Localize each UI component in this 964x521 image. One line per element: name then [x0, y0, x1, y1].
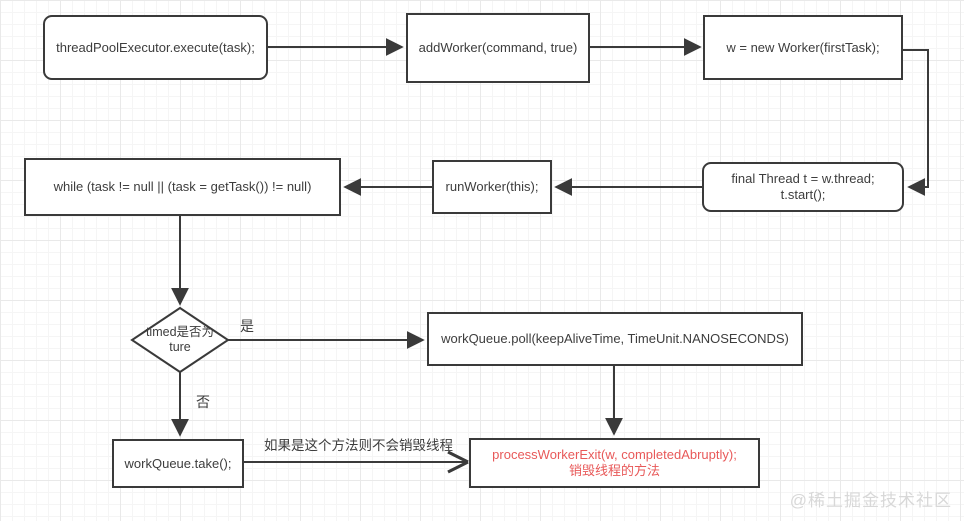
node-run-worker-label: runWorker(this); — [445, 179, 539, 194]
node-add-worker-label: addWorker(command, true) — [418, 40, 578, 55]
node-new-worker-label: w = new Worker(firstTask); — [726, 39, 880, 55]
node-while-loop-label: while (task != null || (task = getTask()… — [53, 179, 312, 194]
node-timed-decision-line2: ture — [169, 340, 191, 354]
edge-label-no: 否 — [196, 394, 210, 410]
node-while-loop: while (task != null || (task = getTask()… — [24, 158, 341, 216]
edge-label-yes: 是 — [240, 318, 254, 334]
node-execute: threadPoolExecutor.execute(task); — [43, 15, 268, 80]
edge-newworker-to-threadstart — [903, 49, 929, 196]
node-work-queue-poll: workQueue.poll(keepAliveTime, TimeUnit.N… — [427, 312, 803, 366]
node-new-worker: w = new Worker(firstTask); — [703, 15, 903, 80]
node-thread-start-line2: t.start(); — [780, 187, 826, 202]
edge-label-take-annotation: 如果是这个方法则不会销毁线程 — [264, 438, 453, 453]
node-timed-decision: timed是否为 ture — [130, 325, 230, 355]
node-process-worker-exit: processWorkerExit(w, completedAbruptly);… — [469, 438, 760, 488]
node-thread-start: final Thread t = w.thread; t.start(); — [702, 162, 904, 212]
node-work-queue-take-label: workQueue.take(); — [124, 455, 232, 471]
node-add-worker: addWorker(command, true) — [406, 13, 590, 83]
node-work-queue-poll-label: workQueue.poll(keepAliveTime, TimeUnit.N… — [441, 331, 789, 346]
decision-diamond-shape — [130, 306, 230, 374]
node-process-worker-exit-line1: processWorkerExit(w, completedAbruptly); — [492, 447, 737, 462]
node-timed-decision-line1: timed是否为 — [145, 325, 215, 339]
node-process-worker-exit-line2: 销毁线程的方法 — [568, 463, 660, 478]
node-run-worker: runWorker(this); — [432, 160, 552, 214]
watermark: @稀土掘金技术社区 — [789, 491, 952, 510]
node-thread-start-line1: final Thread t = w.thread; — [731, 171, 875, 186]
node-work-queue-take: workQueue.take(); — [112, 439, 244, 488]
node-execute-label: threadPoolExecutor.execute(task); — [56, 39, 255, 55]
